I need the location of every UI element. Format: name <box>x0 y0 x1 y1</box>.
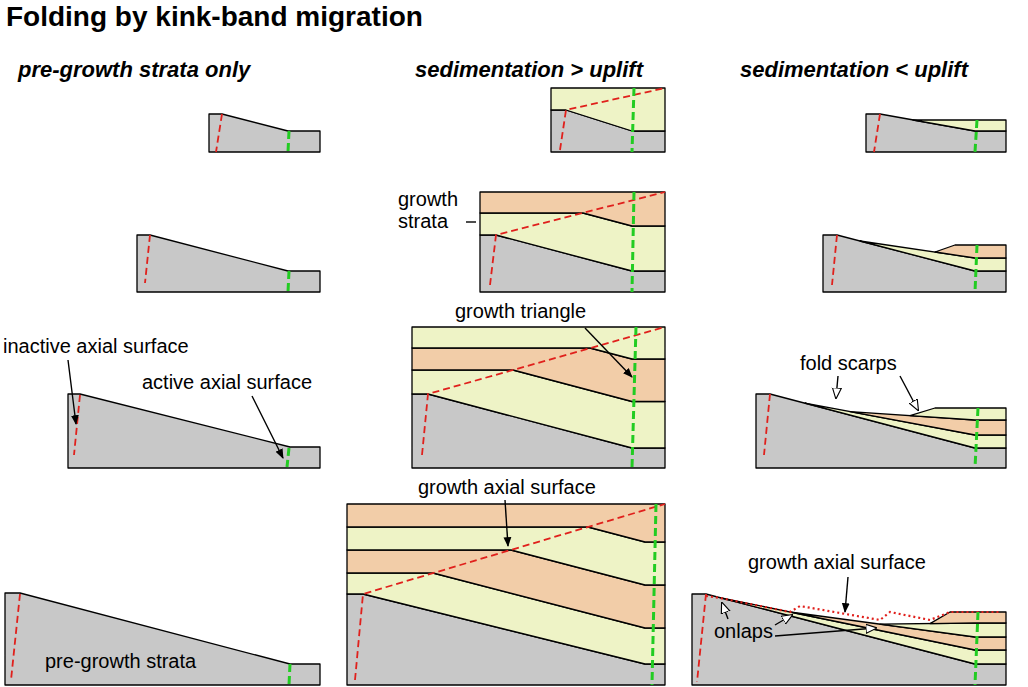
active-axial-surface <box>287 88 978 685</box>
callout-label: onlaps <box>714 620 773 642</box>
column-heading: pre-growth strata only <box>18 58 250 82</box>
pre-growth-block <box>692 594 1006 685</box>
growth-axial-surface-line <box>706 596 1000 620</box>
column-heading: sedimentation > uplift <box>415 58 643 82</box>
growth-layer <box>790 612 1006 650</box>
growth-layer <box>930 612 1006 624</box>
growth-layer <box>860 241 1006 271</box>
pre-growth-block <box>756 394 1006 468</box>
growth-layer <box>412 327 665 359</box>
pre-growth-block <box>5 593 320 685</box>
growth-layer <box>551 88 665 131</box>
pre-growth-block <box>209 114 320 152</box>
growth-layer <box>935 245 1006 258</box>
pre-growth-block <box>137 235 320 292</box>
pre-growth-block <box>68 394 320 468</box>
diagram-title: Folding by kink-band migration <box>6 2 423 33</box>
growth-layer <box>480 192 665 226</box>
growth-layer <box>347 527 665 585</box>
growth-layer <box>913 120 1006 131</box>
callout-label: growth triangle <box>455 300 586 322</box>
inactive-axial-surface <box>11 88 880 682</box>
pre-growth-block <box>823 235 1006 292</box>
callout-label: growth axial surface <box>748 551 926 573</box>
callout-label: inactive axial surface <box>3 335 189 357</box>
callout-label: active axial surface <box>142 371 312 393</box>
growth-layer <box>910 408 1006 420</box>
strata-label: growth strata <box>398 188 468 232</box>
callout-label: fold scarps <box>800 352 897 374</box>
pre-growth-block <box>866 114 1006 152</box>
strata-label: pre-growth strata <box>45 650 196 672</box>
callout-label: growth axial surface <box>418 476 596 498</box>
growth-layer <box>880 623 1006 637</box>
leader-line <box>68 222 918 636</box>
column-heading: sedimentation < uplift <box>740 58 968 82</box>
